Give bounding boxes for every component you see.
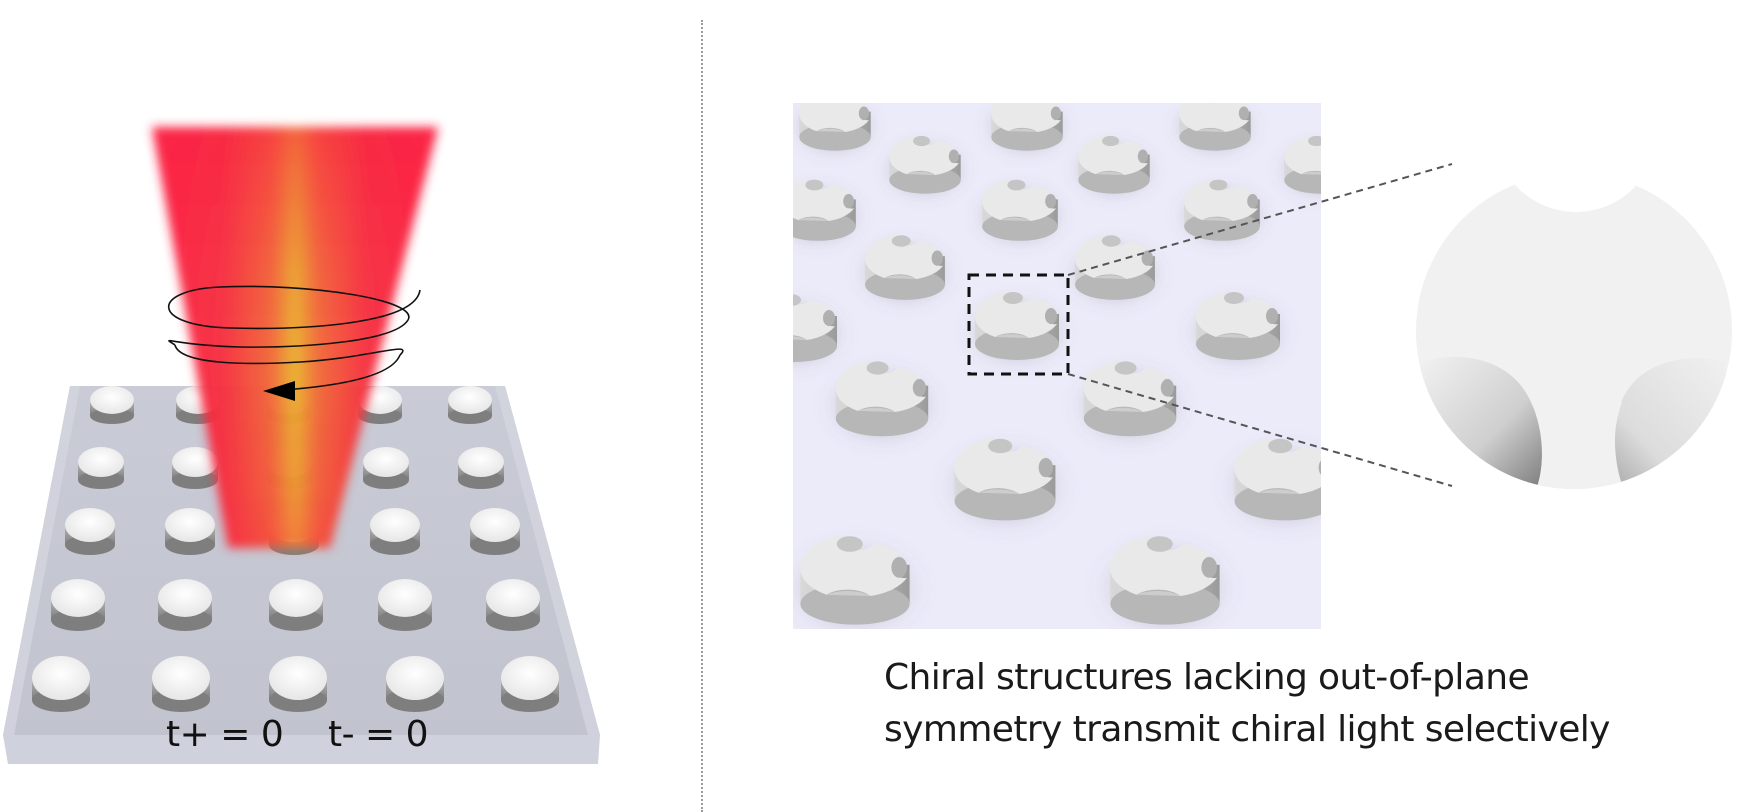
disk-pillar-array bbox=[32, 386, 559, 712]
transmission-t-minus-label: t- = 0 bbox=[328, 714, 429, 755]
pillar bbox=[378, 579, 432, 631]
pillar bbox=[158, 579, 212, 631]
pillar bbox=[448, 386, 492, 424]
pillar bbox=[172, 447, 218, 489]
pillar bbox=[32, 656, 90, 712]
pillar bbox=[386, 656, 444, 712]
selection-box bbox=[967, 273, 1070, 376]
arrowhead-icon bbox=[263, 381, 295, 401]
pillar bbox=[78, 447, 124, 489]
pillar bbox=[470, 508, 520, 555]
pillar bbox=[458, 447, 504, 489]
pillar bbox=[65, 508, 115, 555]
chiral-pillar-array bbox=[793, 103, 1321, 629]
pillar bbox=[269, 656, 327, 712]
pillar bbox=[501, 656, 559, 712]
pillar bbox=[152, 656, 210, 712]
pillar bbox=[269, 579, 323, 631]
pillar bbox=[370, 508, 420, 555]
substrate bbox=[3, 386, 600, 764]
pillar bbox=[486, 579, 540, 631]
pillar bbox=[90, 386, 134, 424]
pillar bbox=[165, 508, 215, 555]
achiral-metasurface-graphic bbox=[3, 127, 600, 764]
panel-divider bbox=[701, 20, 703, 812]
caption: Chiral structures lacking out-of-plane s… bbox=[884, 652, 1740, 756]
pillar bbox=[363, 447, 409, 489]
caption-line-2: symmetry transmit chiral light selective… bbox=[884, 709, 1610, 750]
pillar bbox=[51, 579, 105, 631]
caption-line-1: Chiral structures lacking out-of-plane bbox=[884, 657, 1530, 698]
transmission-t-plus-label: t+ = 0 bbox=[166, 714, 284, 755]
circularly-polarized-beam bbox=[152, 127, 438, 548]
zoomed-chiral-unit-cell bbox=[1416, 173, 1732, 489]
zoom-connector-lines bbox=[1067, 163, 1453, 487]
left-panel-achiral-illustration: t+ = 0 t- = 0 bbox=[0, 0, 700, 812]
